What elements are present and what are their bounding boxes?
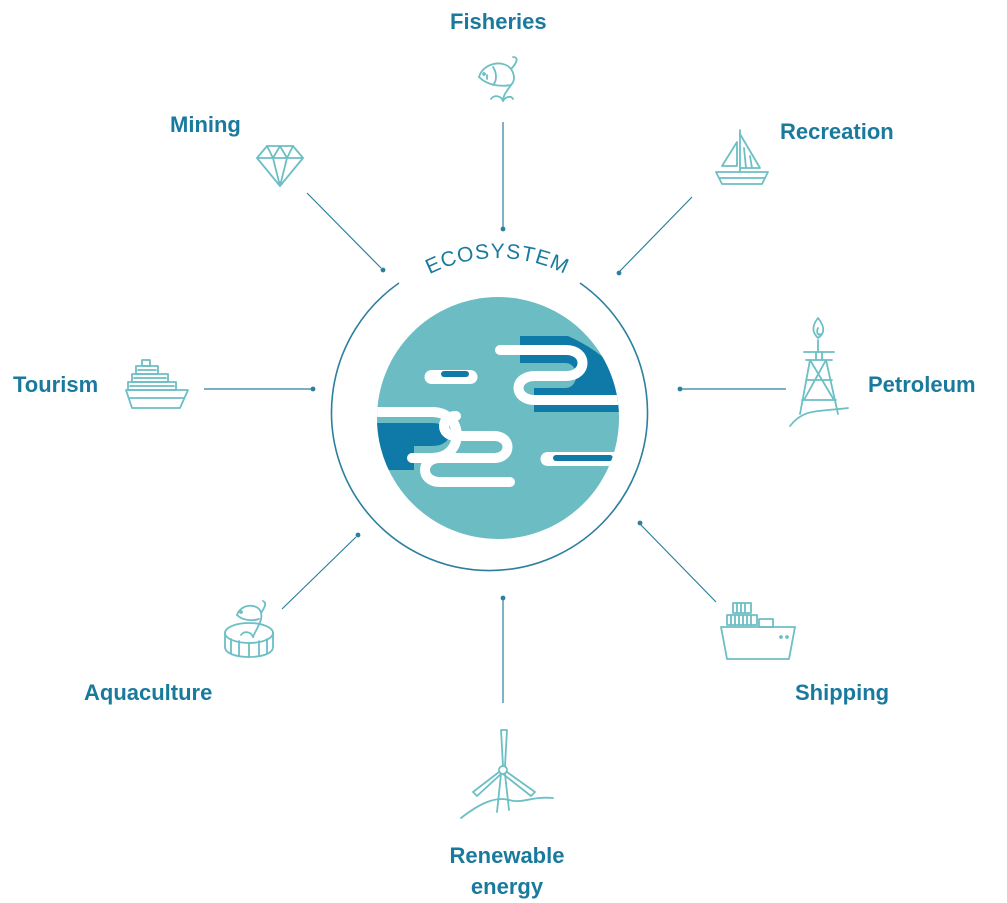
ecosystem-label: ECOSYSTEM [422, 240, 573, 279]
connector-aquaculture [281, 532, 361, 610]
label-mining: Mining [170, 112, 241, 137]
connector-mining [306, 192, 386, 273]
globe-icon [377, 297, 619, 539]
cruise-ship-icon [124, 358, 190, 410]
oil-rig-icon [788, 316, 850, 432]
label-shipping: Shipping [795, 680, 890, 705]
diamond-icon [255, 144, 305, 188]
label-petroleum: Petroleum [868, 372, 976, 397]
fish-icon [473, 55, 523, 105]
connector-renewable-energy [500, 595, 506, 703]
wind-turbine-icon [459, 726, 555, 822]
connector-petroleum [677, 386, 786, 392]
cargo-ship-icon [719, 601, 799, 661]
label-renewable-energy: Renewable energy [437, 840, 577, 902]
sailboat-icon [712, 128, 772, 188]
label-renewable-energy-line1: Renewable [449, 843, 565, 868]
label-aquaculture: Aquaculture [84, 680, 213, 705]
connector-shipping [637, 520, 717, 603]
connector-tourism [204, 386, 316, 392]
connector-fisheries [500, 122, 506, 232]
label-recreation: Recreation [780, 119, 894, 144]
connector-lines [204, 122, 786, 703]
connector-recreation [616, 196, 693, 276]
fish-farm-icon [219, 600, 279, 661]
label-tourism: Tourism [13, 372, 99, 397]
label-fisheries: Fisheries [450, 9, 547, 34]
ecosystem-ring [330, 282, 649, 572]
label-renewable-energy-line2: energy [470, 874, 544, 899]
